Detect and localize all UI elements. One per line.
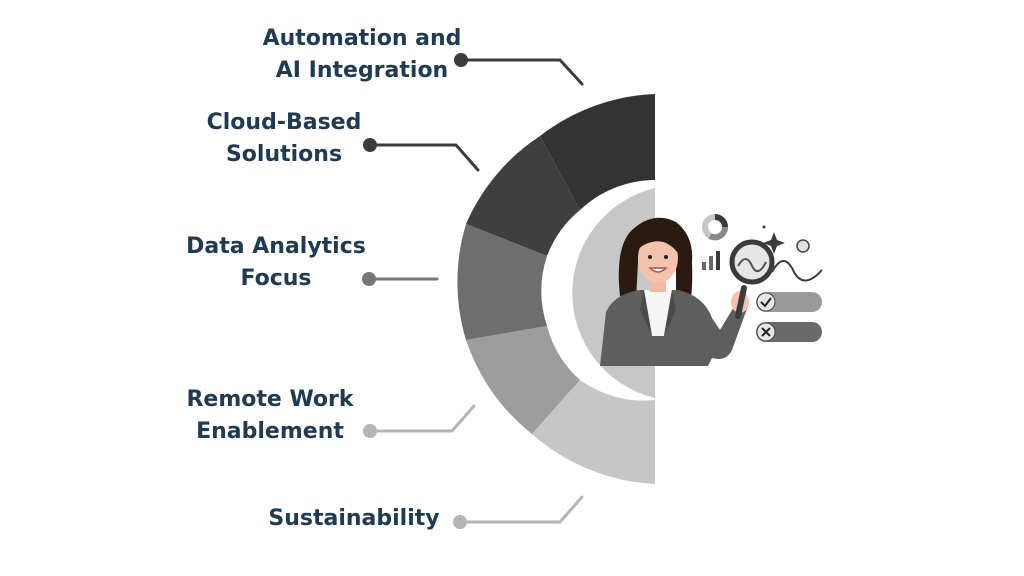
woman-with-magnifier-icon (600, 217, 749, 366)
connector-automation (454, 53, 584, 86)
label-analytics-line1: Data Analytics (186, 234, 366, 259)
label-automation-line1: Automation and (262, 26, 462, 51)
magnifier-wave (737, 258, 767, 273)
bar-chart-icon (702, 251, 720, 270)
face (638, 233, 678, 283)
label-cloud-line2: Solutions (225, 142, 343, 167)
connector-remote (363, 404, 476, 438)
blazer (600, 290, 748, 366)
trend-line-icon (771, 260, 823, 282)
label-analytics-line2: Focus (240, 266, 312, 291)
lapel-right (664, 290, 676, 336)
connector-line (368, 404, 476, 433)
check-item-icon (756, 292, 822, 312)
lapel-left (640, 290, 652, 336)
connector-line (368, 143, 480, 172)
shirt (644, 290, 672, 336)
ring-segment-cloud (466, 136, 580, 256)
ring-segment-remote (466, 326, 580, 434)
label-cloud: Cloud-Based Solutions (196, 107, 372, 171)
connector-line (459, 58, 584, 86)
eye-right (664, 255, 668, 259)
trend-marker-icon (796, 239, 810, 253)
label-remote: Remote Work Enablement (178, 384, 362, 448)
label-sustainability: Sustainability (262, 503, 446, 535)
cross-item-icon (756, 322, 822, 342)
hair-fringe (636, 226, 681, 256)
label-remote-line2: Enablement (196, 419, 344, 444)
smile (648, 267, 668, 273)
magnifier-rim (729, 239, 775, 285)
check-icon (756, 292, 776, 312)
ring-segment-analytics (457, 224, 547, 340)
label-remote-line1: Remote Work (186, 387, 354, 412)
sparkle-dot-icon (762, 225, 766, 229)
eye-left (648, 255, 652, 259)
magnifier-handle (735, 285, 747, 319)
label-sustainability-line1: Sustainability (268, 506, 440, 531)
connector-sustainability (453, 495, 584, 529)
label-cloud-line1: Cloud-Based (206, 110, 362, 135)
connector-analytics (362, 272, 439, 286)
donut-chart-icon (702, 214, 728, 241)
sparkle-icon (763, 232, 785, 254)
outer-ring (457, 94, 655, 484)
connector-line (458, 495, 584, 524)
connectors (362, 53, 584, 529)
label-automation-line2: AI Integration (275, 58, 449, 83)
magnifying-glass-icon (729, 239, 775, 319)
ring-segment-automation (540, 94, 655, 210)
label-automation: Automation and AI Integration (262, 23, 462, 87)
label-analytics: Data Analytics Focus (182, 231, 370, 295)
ring-segment-sustainability (532, 380, 655, 484)
connector-cloud (363, 138, 480, 172)
